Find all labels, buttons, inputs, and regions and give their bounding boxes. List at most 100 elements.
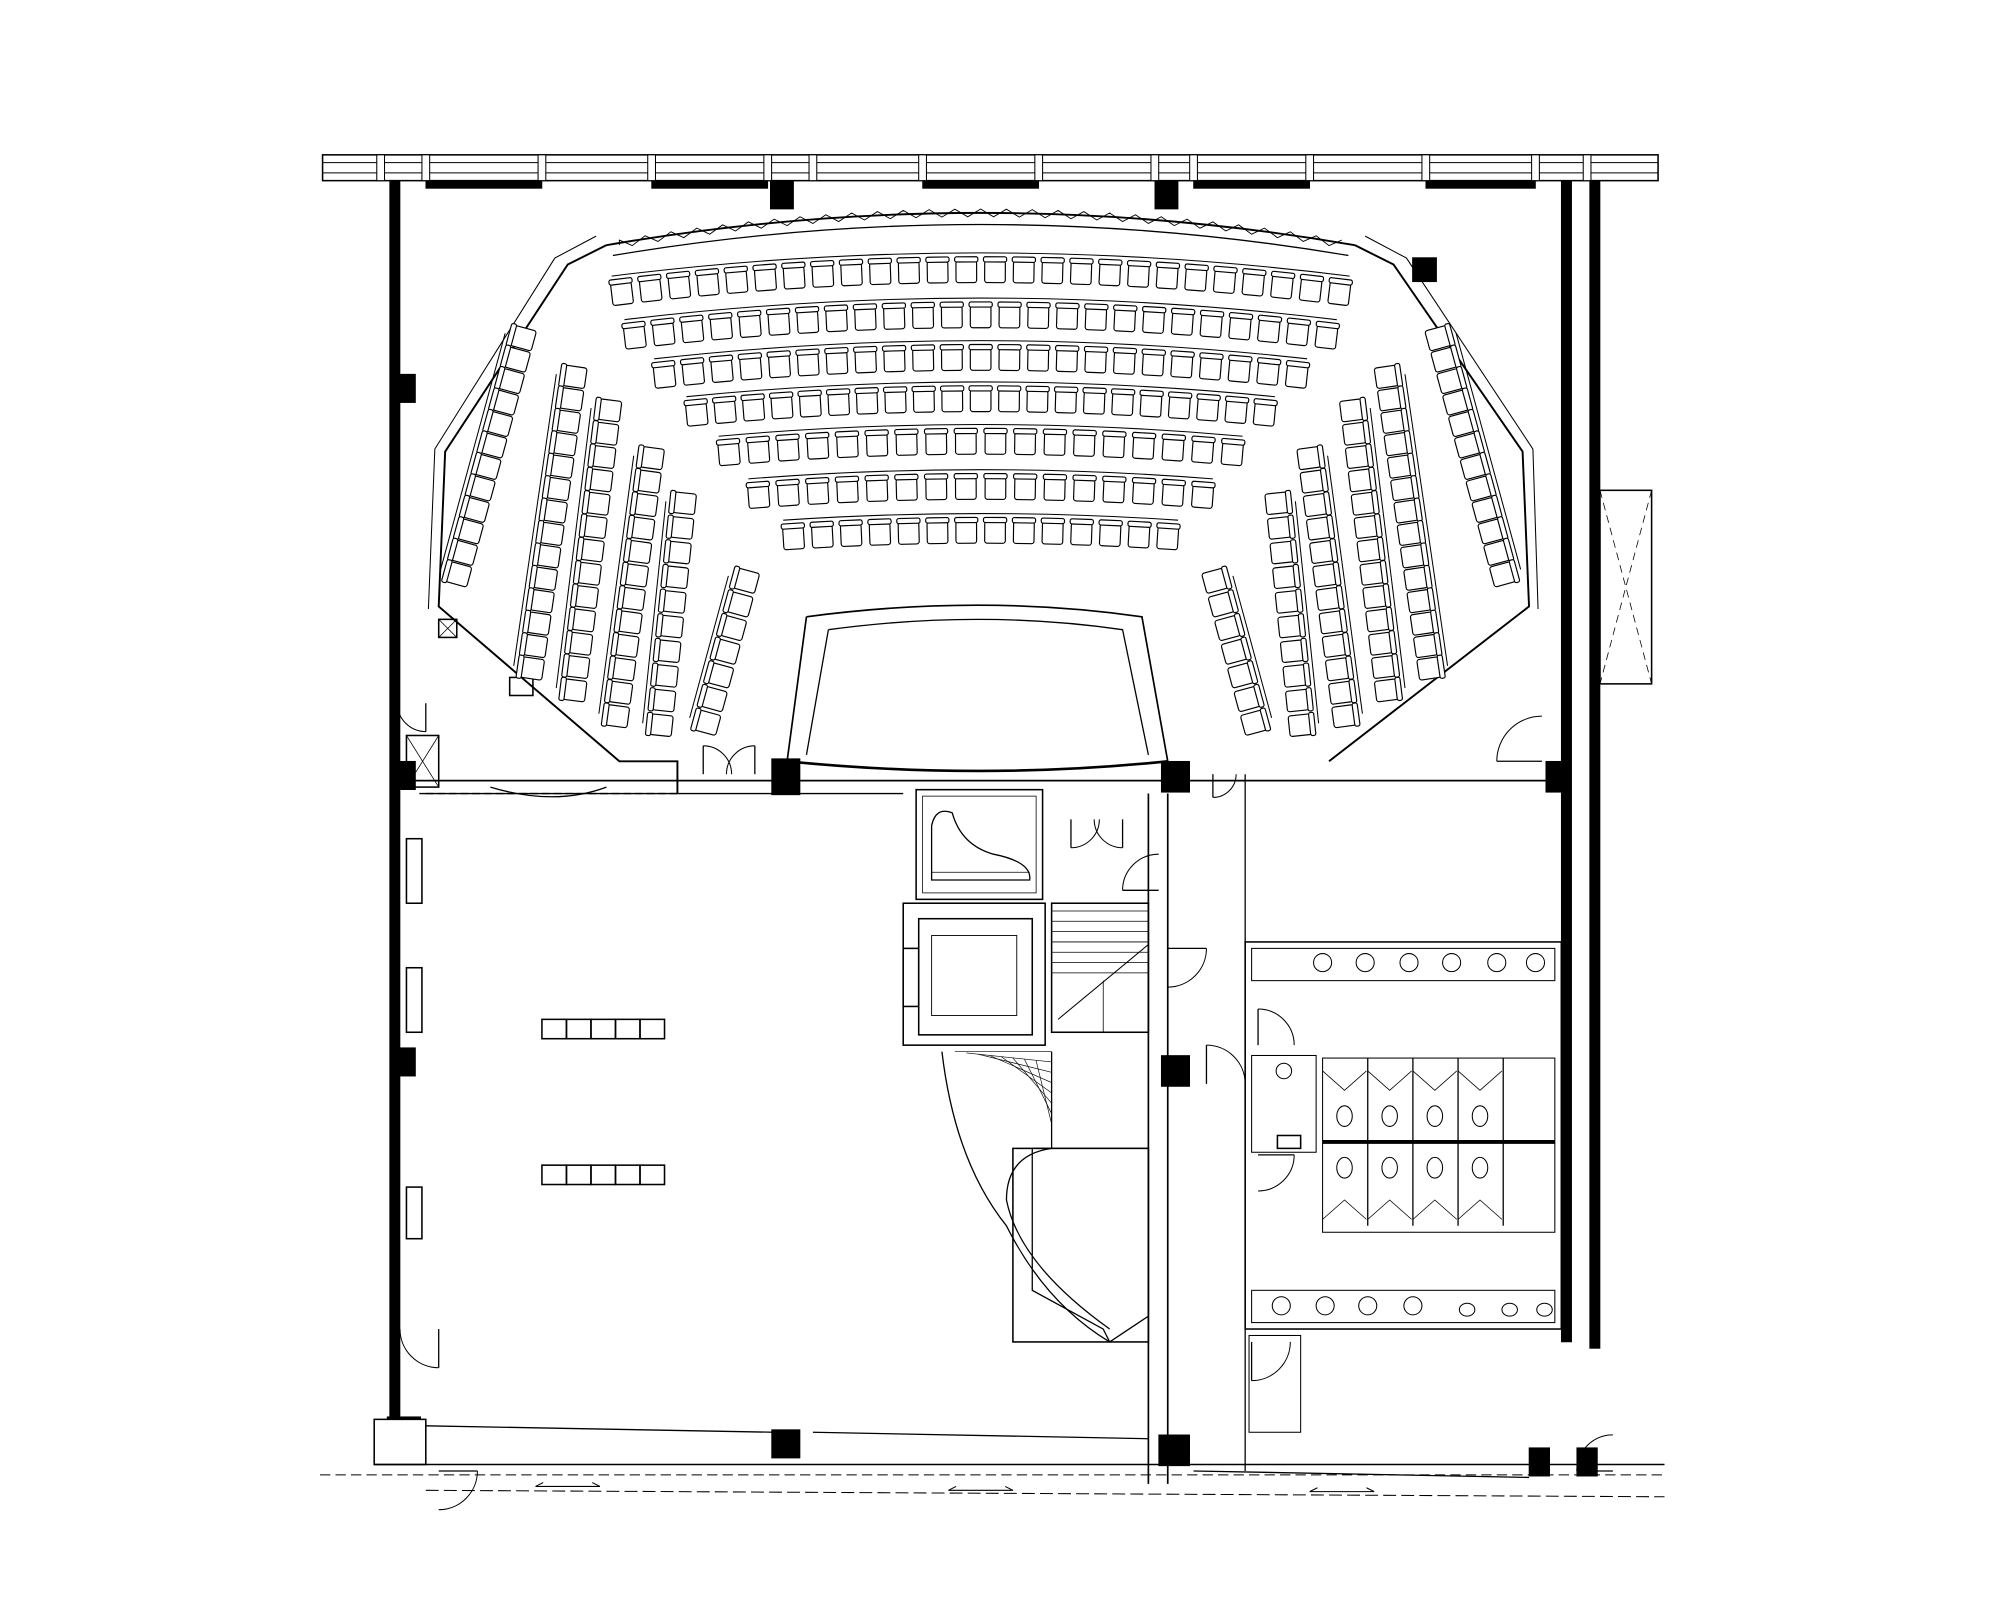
seat: [593, 396, 623, 423]
seat: [1110, 388, 1136, 416]
seat-cushion: [954, 476, 977, 501]
structural-column: [1576, 1447, 1598, 1477]
door: [1122, 853, 1159, 891]
column-rail: [1369, 408, 1406, 689]
seat: [716, 612, 747, 641]
seat-cushion: [782, 265, 806, 290]
seat: [775, 478, 800, 507]
seat-cushion: [747, 484, 771, 509]
seat-back: [708, 312, 733, 321]
seat: [838, 258, 864, 287]
bench-seat: [590, 1018, 617, 1040]
seat-cushion: [984, 520, 1006, 544]
seat-back: [1213, 265, 1238, 274]
facade-window-sill: [922, 180, 1040, 189]
seat: [809, 259, 835, 288]
seat-cushion: [865, 478, 889, 503]
seat: [1403, 564, 1433, 591]
bench-seat: [614, 1018, 641, 1040]
seat: [1155, 261, 1181, 290]
seat: [737, 352, 763, 381]
seat-back: [1224, 395, 1250, 404]
seat-back: [852, 303, 878, 311]
seat-cushion: [1055, 348, 1078, 373]
seat-back: [824, 346, 849, 355]
facade-mullion: [1034, 154, 1044, 182]
seat: [1025, 385, 1050, 413]
seat: [736, 309, 762, 338]
seat: [1201, 565, 1233, 594]
structural-column: [399, 760, 416, 790]
seat: [939, 343, 964, 372]
seat-cushion: [1228, 316, 1252, 341]
stair-core-wall: [1031, 1147, 1150, 1343]
bottom-facade-line: [812, 1431, 1149, 1440]
seat-cushion: [865, 433, 889, 457]
seat: [581, 490, 611, 516]
seat-back: [780, 522, 806, 530]
seat: [1167, 391, 1193, 420]
seat: [1386, 452, 1417, 479]
seat-cushion: [984, 260, 1006, 284]
door-swing-arc: [1576, 1434, 1613, 1471]
structural-column: [1158, 1434, 1190, 1467]
bottom-facade-line: [1193, 1470, 1530, 1479]
seat: [1299, 467, 1329, 494]
seat-back: [864, 474, 889, 482]
seat: [1344, 443, 1374, 469]
seat: [838, 519, 863, 547]
seat: [853, 345, 878, 374]
seat-back: [809, 259, 835, 268]
seat: [1489, 559, 1521, 588]
seat-back: [1228, 354, 1253, 363]
facade-mullion: [537, 154, 547, 182]
seat-back: [665, 270, 691, 280]
seat: [1409, 609, 1440, 636]
seat-cushion: [1212, 269, 1237, 294]
seat-back: [953, 427, 978, 435]
facade-mullion: [808, 154, 818, 182]
seat: [1098, 519, 1123, 547]
seat: [600, 702, 630, 729]
facade-mullion: [1582, 154, 1592, 182]
seat-cushion: [1082, 391, 1106, 415]
row-rail: [748, 469, 1213, 480]
stall-door-swing: [1322, 1070, 1367, 1091]
seat: [1380, 407, 1410, 434]
seat-back: [1259, 707, 1272, 732]
seat: [567, 606, 596, 633]
seat: [1013, 473, 1038, 501]
sink-icon: [1355, 953, 1375, 973]
seat-back: [1199, 309, 1225, 318]
elevator-shaft: [902, 902, 1046, 1046]
seat: [1191, 480, 1216, 509]
stall-door-swing: [1457, 1199, 1503, 1220]
seat-cushion: [969, 305, 992, 329]
sink-icon: [1271, 1296, 1291, 1316]
seat: [655, 613, 684, 639]
bottom-facade-line: [425, 1425, 775, 1433]
seat: [616, 585, 646, 611]
seat-back: [1069, 257, 1094, 265]
seat-cushion: [855, 391, 879, 415]
seat-back: [657, 588, 667, 613]
sink-icon: [1358, 1296, 1378, 1316]
seat-back: [1240, 636, 1252, 661]
seat: [1040, 517, 1066, 545]
facade-mullion: [1421, 154, 1431, 182]
seat-back: [1013, 473, 1038, 480]
seat-back: [896, 256, 921, 264]
seat-cushion: [825, 308, 848, 333]
seat-back: [1257, 314, 1283, 323]
seat: [1416, 654, 1446, 681]
seat-back: [925, 517, 950, 524]
seat-back: [1196, 393, 1221, 402]
seat: [1208, 589, 1239, 618]
seat-back: [1170, 307, 1196, 316]
seat: [1321, 632, 1351, 658]
sink-icon: [508, 676, 534, 697]
structural-column: [1545, 760, 1565, 793]
seat: [1220, 437, 1246, 467]
seat: [665, 270, 692, 300]
seat: [923, 473, 949, 501]
